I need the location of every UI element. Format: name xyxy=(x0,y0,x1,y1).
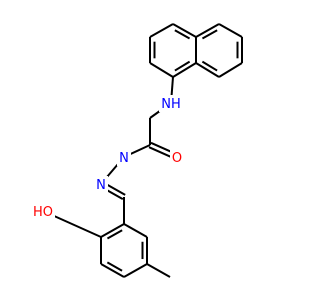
bond-naph-4-5-inner xyxy=(174,29,191,40)
molecule-canvas: NH O N N HO xyxy=(31,23,243,278)
bond-naph-10-1 xyxy=(172,62,197,78)
bond-naph-5-6 xyxy=(195,23,220,38)
bond-ring-6-1 xyxy=(123,223,148,238)
bond-naph-6-7 xyxy=(218,23,243,38)
bond-ring-3-4 xyxy=(100,263,125,278)
atom-nh: NH xyxy=(159,95,183,112)
nh-label: NH xyxy=(161,97,181,112)
atom-n-hydrazide: N xyxy=(117,149,131,166)
bond-layer xyxy=(42,23,243,278)
bond-naph-5-6-inner xyxy=(201,29,218,40)
carbonyl-oxygen-label: O xyxy=(172,151,182,166)
hydrazide-nitrogen-label: N xyxy=(119,151,129,166)
molecule-diagram: NH O N N HO xyxy=(31,23,243,278)
bond-naph-8-9 xyxy=(218,62,243,78)
bond-ring-1-2 xyxy=(100,223,125,238)
atom-o-carbonyl: O xyxy=(170,149,184,166)
bond-naph-3-4 xyxy=(149,23,174,38)
bond-naph-10-1-inner xyxy=(174,60,191,72)
atom-label-layer: NH O N N HO xyxy=(31,95,184,220)
bond-ring-4-5 xyxy=(123,263,148,278)
bond-naph-9-10-inner xyxy=(201,60,218,72)
bond-naph-4-5 xyxy=(172,23,197,38)
imine-nitrogen-label: N xyxy=(96,178,106,193)
bond-ring-methyl xyxy=(146,263,171,278)
atom-n-imine: N xyxy=(94,176,108,193)
hydroxyl-label: HO xyxy=(33,205,53,220)
bond-ring-1-2-inner xyxy=(106,229,123,240)
atom-o-hydroxyl: HO xyxy=(31,203,55,220)
bond-naph-9-10 xyxy=(195,62,220,78)
bond-ring-3-4-inner xyxy=(106,261,123,272)
bond-naph-1-2 xyxy=(149,62,174,78)
